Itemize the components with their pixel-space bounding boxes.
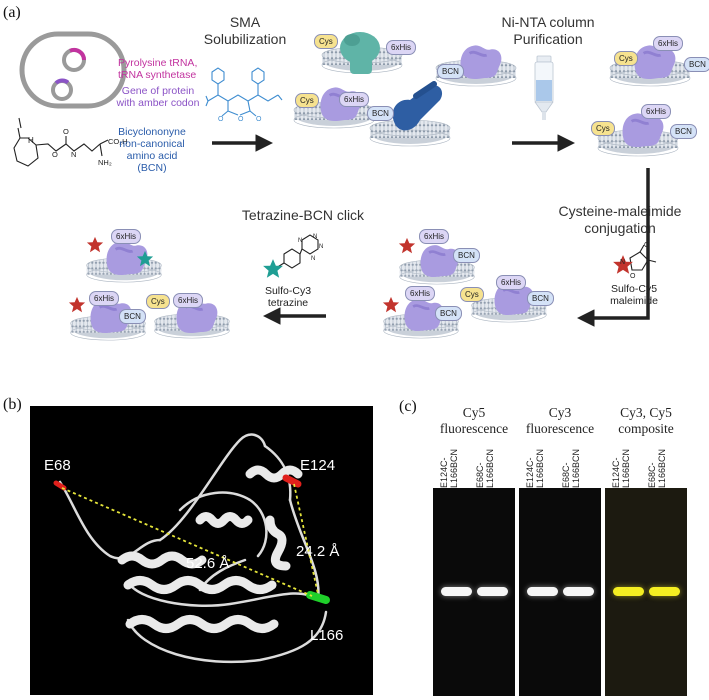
lane-label: E68C-L166BCN bbox=[647, 449, 667, 488]
lane-label-line1: E68C- bbox=[475, 449, 485, 488]
residue-e68: E68 bbox=[44, 457, 71, 474]
gel-band bbox=[477, 587, 508, 596]
lane-label-line2: L166BCN bbox=[657, 449, 667, 488]
lane-label-line2: L166BCN bbox=[571, 449, 581, 488]
lane-label: E68C-L166BCN bbox=[475, 449, 495, 488]
lane-label: E124C-L166BCN bbox=[525, 449, 545, 488]
residue-l166: L166 bbox=[310, 627, 343, 644]
gel-band bbox=[649, 587, 680, 596]
gel-image-3 bbox=[605, 488, 687, 696]
gel-image-2 bbox=[519, 488, 601, 696]
lane-label-line2: L166BCN bbox=[621, 449, 631, 488]
residue-e124: E124 bbox=[300, 457, 335, 474]
lane-label-line2: L166BCN bbox=[485, 449, 495, 488]
gel-title-line2: composite bbox=[591, 421, 701, 437]
gel-band bbox=[613, 587, 644, 596]
lane-label-line2: L166BCN bbox=[535, 449, 545, 488]
distance-24-2: 24.2 Å bbox=[296, 543, 339, 560]
lane-label: E124C-L166BCN bbox=[439, 449, 459, 488]
lane-label-line1: E68C- bbox=[647, 449, 657, 488]
gel-band bbox=[527, 587, 558, 596]
lane-label-line1: E68C- bbox=[561, 449, 571, 488]
gel-title-line1: Cy3, Cy5 bbox=[591, 405, 701, 421]
gel-band bbox=[563, 587, 594, 596]
lane-label-line1: E124C- bbox=[525, 449, 535, 488]
lane-label-line1: E124C- bbox=[439, 449, 449, 488]
lane-label-line2: L166BCN bbox=[449, 449, 459, 488]
lane-label-line1: E124C- bbox=[611, 449, 621, 488]
gel-image-1 bbox=[433, 488, 515, 696]
lane-label: E124C-L166BCN bbox=[611, 449, 631, 488]
lane-label: E68C-L166BCN bbox=[561, 449, 581, 488]
distance-52-6: 52.6 Å bbox=[186, 555, 229, 572]
gel-band bbox=[441, 587, 472, 596]
